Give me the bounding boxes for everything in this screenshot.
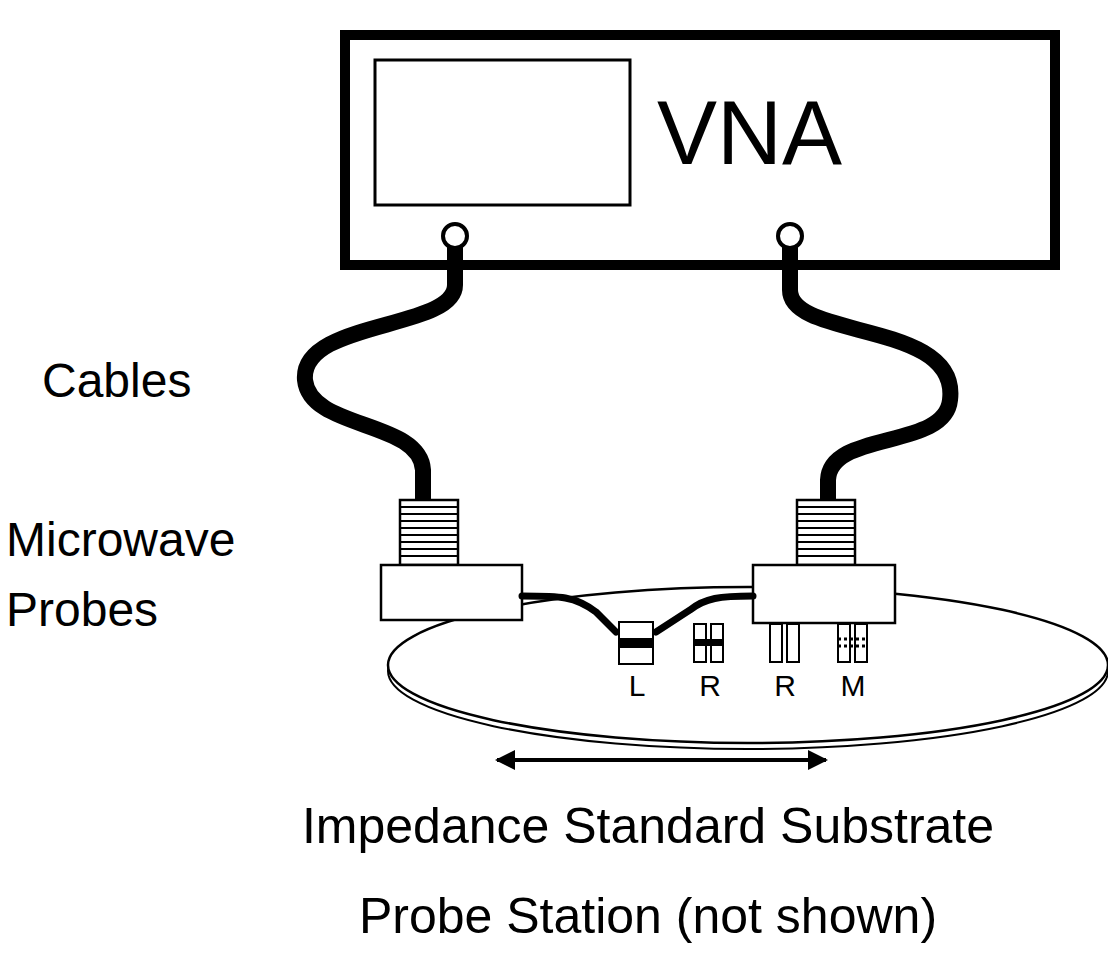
probe-tip [522,596,616,632]
part-label: Cables [42,352,191,410]
vna-screen [375,60,630,205]
vna-port [778,224,802,248]
cable [790,245,950,500]
vna-port [443,224,467,248]
reflect-standard [694,624,723,662]
standard-letter: L [629,668,646,704]
load-standard [619,622,653,664]
probe-body [381,565,522,620]
standard-letter: M [841,668,866,704]
standard-letter: R [774,668,796,704]
note-label: Probe Station (not shown) [359,886,937,946]
motion-arrow [497,758,826,762]
probe-connector [797,500,855,565]
cable [305,245,455,500]
standard-letter: R [699,668,721,704]
instrument-box: VNA [340,30,1060,270]
probe-connector [400,500,458,565]
reflect-standard [770,624,799,662]
part-label: Microwave Probes [6,505,276,645]
probe-body [753,565,895,623]
instrument-name: VNA [657,88,842,178]
match-standard [838,624,867,662]
part-label: Impedance Standard Substrate [302,796,994,856]
